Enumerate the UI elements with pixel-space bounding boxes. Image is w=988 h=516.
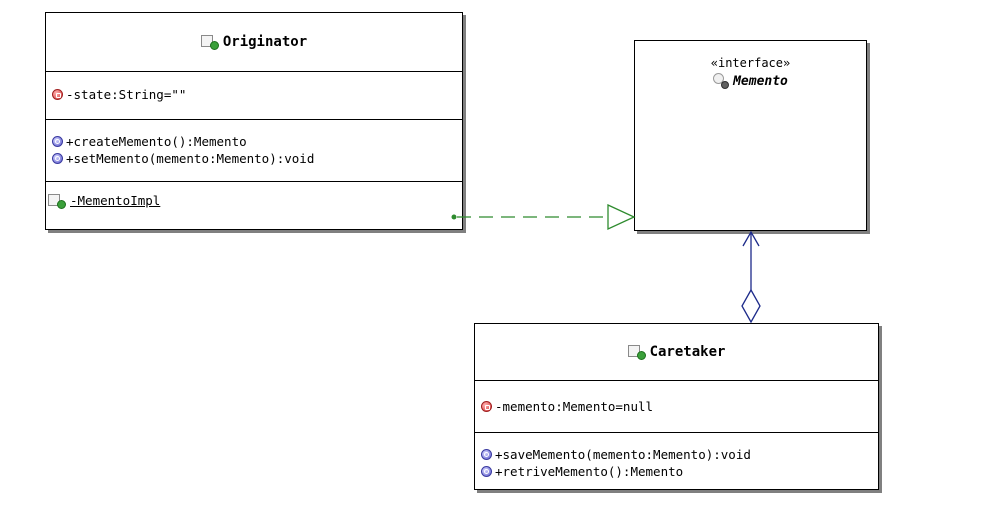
operation-row: +retriveMemento():Memento (481, 463, 872, 480)
caretaker-attributes: -memento:Memento=null (475, 381, 878, 433)
attribute-row: -memento:Memento=null (481, 398, 872, 415)
inner-class-row: -MementoImpl (48, 192, 456, 209)
originator-inner-classes: -MementoImpl (46, 182, 462, 229)
public-method-icon (52, 153, 63, 164)
operation-row: +setMemento(memento:Memento):void (52, 150, 456, 167)
public-method-icon (481, 466, 492, 477)
originator-header: Originator (46, 13, 462, 72)
inner-class-label: -MementoImpl (70, 193, 161, 208)
realization-start-dot (451, 214, 457, 220)
private-field-icon (481, 401, 492, 412)
originator-name: Originator (222, 34, 308, 50)
caretaker-header: Caretaker (475, 324, 878, 381)
originator-class[interactable]: Originator -state:String="" +createMemen… (45, 12, 463, 230)
operation-row: +saveMemento(memento:Memento):void (481, 446, 872, 463)
realization-arrow[interactable] (451, 203, 636, 231)
interface-icon (713, 73, 730, 89)
operation-label: +setMemento(memento:Memento):void (66, 151, 315, 166)
attribute-label: -memento:Memento=null (495, 399, 654, 414)
attribute-row: -state:String="" (52, 86, 456, 103)
attribute-label: -state:String="" (66, 87, 187, 102)
memento-title: Memento (635, 73, 866, 89)
operation-label: +saveMemento(memento:Memento):void (495, 447, 751, 462)
memento-name: Memento (733, 73, 788, 89)
realization-arrowhead (607, 203, 636, 231)
operation-label: +retriveMemento():Memento (495, 464, 684, 479)
class-icon (200, 34, 219, 50)
caretaker-class[interactable]: Caretaker -memento:Memento=null +saveMem… (474, 323, 879, 490)
memento-interface[interactable]: «interface» Memento (634, 40, 867, 231)
inner-class-icon (48, 193, 66, 209)
private-field-icon (52, 89, 63, 100)
caretaker-operations: +saveMemento(memento:Memento):void +retr… (475, 433, 878, 489)
public-method-icon (481, 449, 492, 460)
class-icon (627, 344, 646, 360)
caretaker-name: Caretaker (649, 344, 726, 360)
operation-row: +createMemento():Memento (52, 133, 456, 150)
navigation-arrowhead (742, 230, 760, 247)
public-method-icon (52, 136, 63, 147)
aggregation-diamond (741, 288, 761, 324)
aggregation-association[interactable] (741, 230, 761, 324)
operation-label: +createMemento():Memento (66, 134, 247, 149)
originator-operations: +createMemento():Memento +setMemento(mem… (46, 120, 462, 182)
memento-stereotype: «interface» (710, 56, 791, 70)
originator-attributes: -state:String="" (46, 72, 462, 120)
